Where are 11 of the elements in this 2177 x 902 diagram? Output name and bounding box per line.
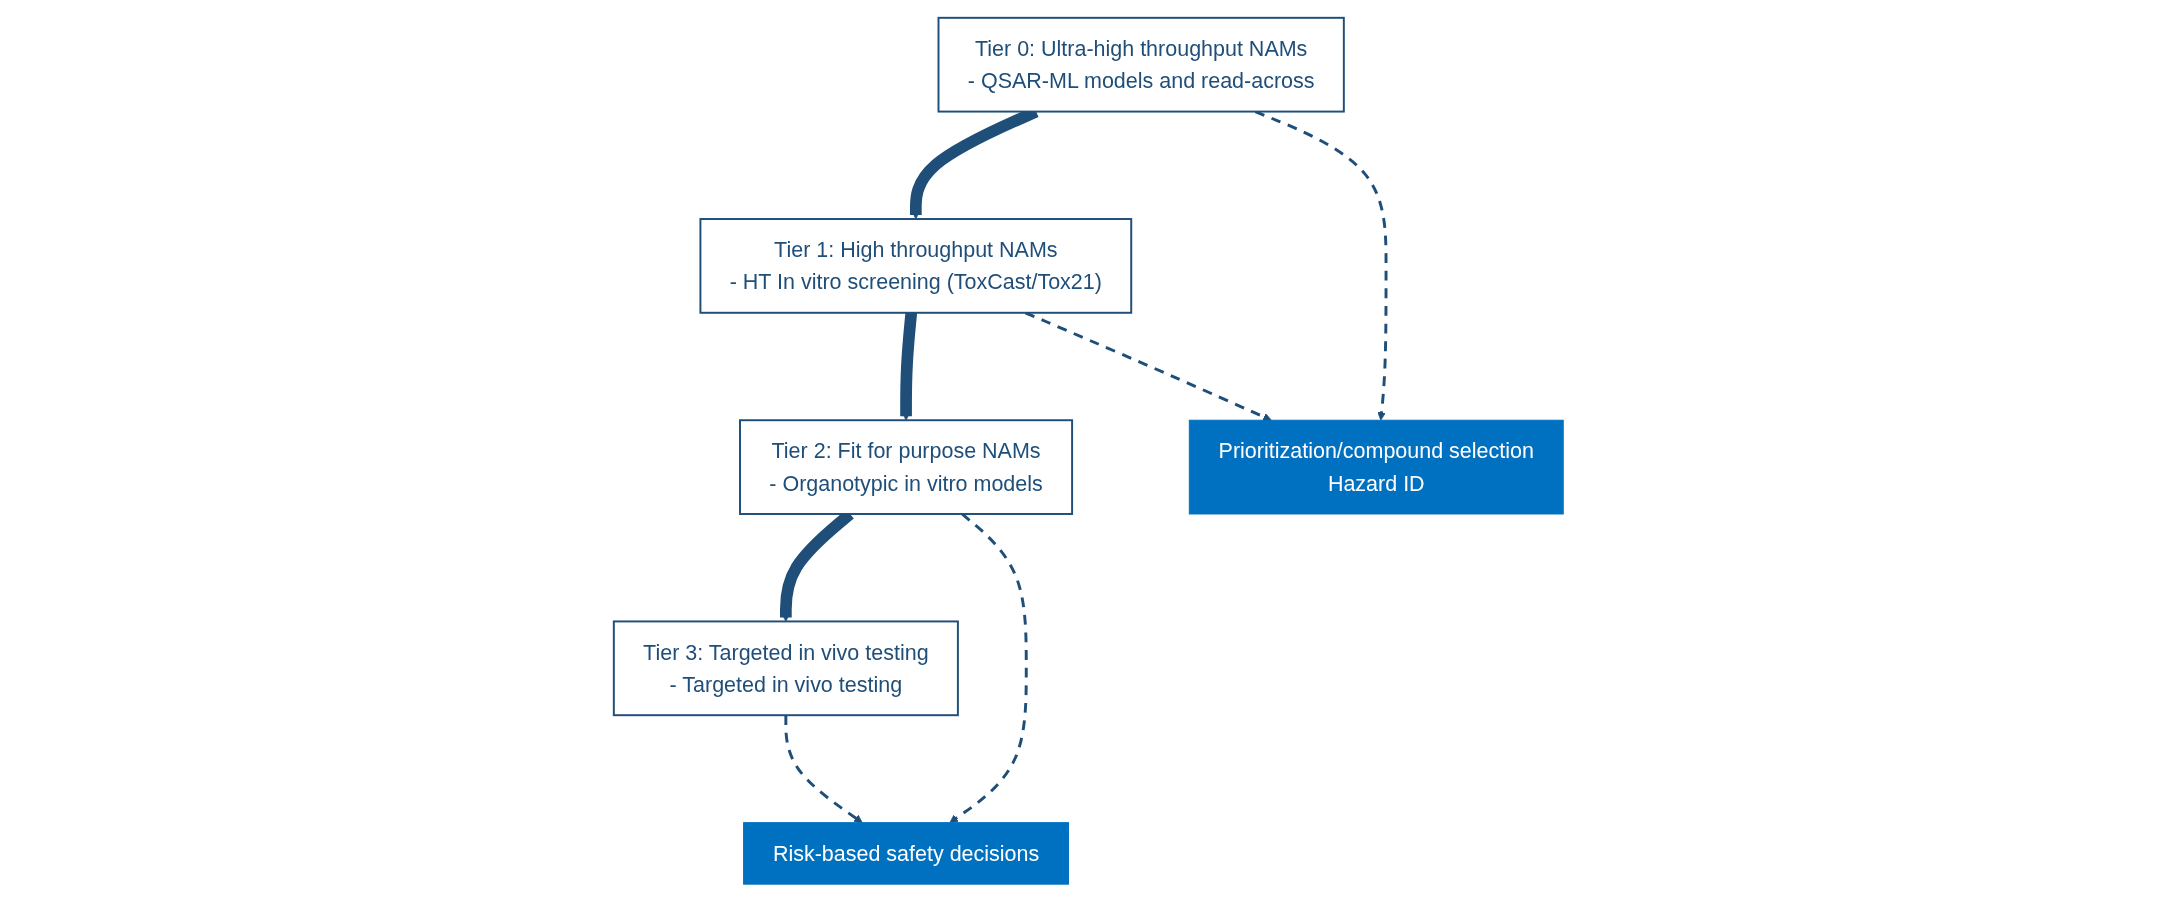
arrow (900, 312, 918, 421)
arrow (1254, 110, 1388, 421)
arrow (949, 512, 1028, 824)
node-box: Tier 1: High throughput NAMs - HT In vitro screening (ToxCast/Tox21) (699, 218, 1133, 314)
node-box: Prioritization/compound selection Hazard ID (1188, 419, 1564, 515)
arrow (784, 715, 863, 824)
node-box: Tier 3: Targeted in vivo testing - Targeted in vivo testing (612, 620, 959, 717)
arrow (1024, 311, 1272, 421)
node-box: Tier 0: Ultra-high throughput NAMs - QSAR-ML models and read-across (937, 16, 1345, 113)
node-box: Tier 2: Fit for purpose NAMs - Organotypic in vitro models (739, 419, 1074, 515)
node-box: Risk-based safety decisions (743, 822, 1069, 885)
